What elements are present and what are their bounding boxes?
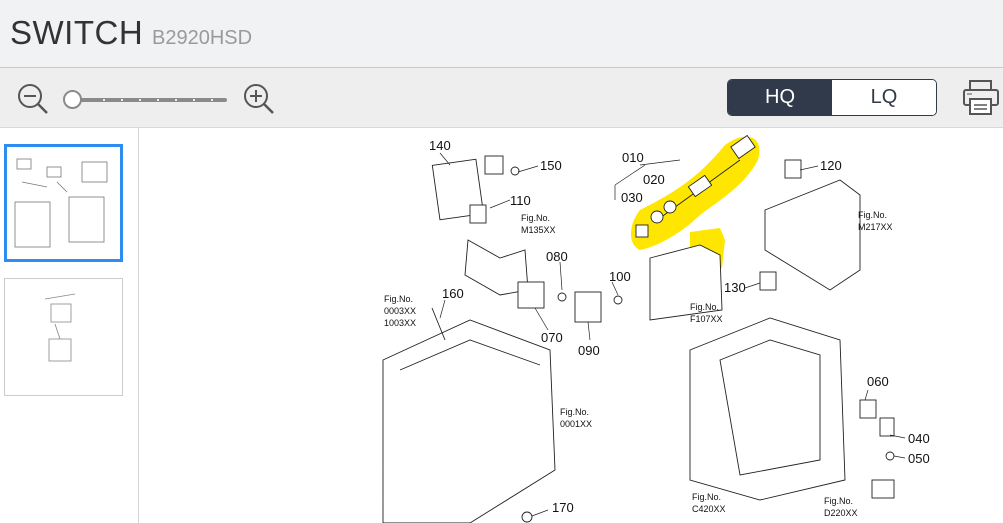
fig-ref-f107xx[interactable]: F107XX	[690, 314, 723, 324]
callout-020[interactable]: 020	[643, 172, 665, 187]
exploded-view-diagram: 010 020 030 040 050 060 070 080 090 100 …	[382, 134, 930, 523]
fig-ref-label: Fig.No.	[690, 302, 719, 312]
fig-ref-c420xx[interactable]: C420XX	[692, 504, 726, 514]
thumbnail-page-2[interactable]	[4, 278, 123, 396]
fig-ref-label: Fig.No.	[692, 492, 721, 502]
thumbnail-page-1[interactable]	[4, 144, 123, 262]
page-title: SWITCH	[10, 14, 144, 51]
callout-060[interactable]: 060	[867, 374, 889, 389]
fig-ref-label: Fig.No.	[824, 496, 853, 506]
fig-ref-d220xx[interactable]: D220XX	[824, 508, 858, 518]
fig-ref-1003xx[interactable]: 1003XX	[384, 318, 416, 328]
callout-050[interactable]: 050	[908, 451, 930, 466]
callout-100[interactable]: 100	[609, 269, 631, 284]
zoom-in-icon[interactable]	[242, 82, 276, 116]
toolbar: HQ LQ	[0, 68, 1003, 128]
fig-ref-m217xx[interactable]: M217XX	[858, 222, 893, 232]
hq-button[interactable]: HQ	[728, 80, 832, 115]
page-header: SWITCH B2920HSD	[0, 0, 1003, 68]
callout-120[interactable]: 120	[820, 158, 842, 173]
fig-ref-label: Fig.No.	[521, 213, 550, 223]
model-name: B2920HSD	[152, 27, 253, 49]
callout-170[interactable]: 170	[552, 500, 574, 515]
zoom-out-icon[interactable]	[16, 82, 50, 116]
fig-ref-label: Fig.No.	[858, 210, 887, 220]
zoom-slider[interactable]	[63, 90, 229, 109]
callout-160[interactable]: 160	[442, 286, 464, 301]
callout-040[interactable]: 040	[908, 431, 930, 446]
callout-080[interactable]: 080	[546, 249, 568, 264]
lq-button[interactable]: LQ	[832, 80, 936, 115]
fig-ref-label: Fig.No.	[560, 407, 589, 417]
print-icon[interactable]	[961, 78, 1001, 118]
fig-ref-0003xx[interactable]: 0003XX	[384, 306, 416, 316]
callout-140[interactable]: 140	[429, 138, 451, 153]
callout-150[interactable]: 150	[540, 158, 562, 173]
parts-diagram[interactable]: 010 020 030 040 050 060 070 080 090 100 …	[140, 128, 1003, 523]
fig-ref-m135xx[interactable]: M135XX	[521, 225, 556, 235]
fig-ref-0001xx[interactable]: 0001XX	[560, 419, 592, 429]
callout-110[interactable]: 110	[510, 193, 531, 208]
callout-090[interactable]: 090	[578, 343, 600, 358]
callout-070[interactable]: 070	[541, 330, 563, 345]
callout-010[interactable]: 010	[622, 150, 644, 165]
zoom-slider-handle[interactable]	[63, 90, 82, 109]
quality-toggle: HQ LQ	[727, 79, 937, 116]
callout-130[interactable]: 130	[724, 280, 746, 295]
callout-030[interactable]: 030	[621, 190, 643, 205]
page-thumbnails	[0, 128, 139, 523]
fig-ref-label: Fig.No.	[384, 294, 413, 304]
